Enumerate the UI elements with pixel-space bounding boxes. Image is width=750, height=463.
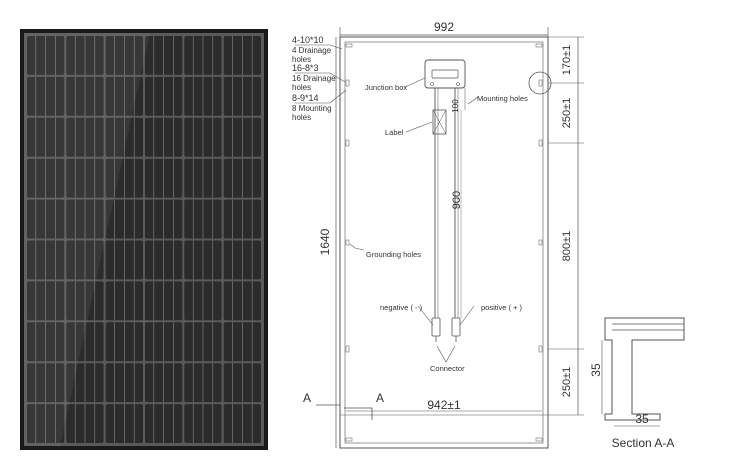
hole-mount-tl bbox=[345, 79, 350, 87]
drain-16-line2: holes bbox=[292, 83, 311, 92]
mounting-hole-callout-circle bbox=[528, 71, 552, 95]
section-profile-outline bbox=[604, 317, 685, 421]
hole-ground-r bbox=[538, 239, 543, 246]
leader-negative bbox=[417, 305, 434, 326]
drain-16-line1: 16 Drainage bbox=[292, 74, 336, 83]
mount-8-line1: 8 Mounting bbox=[292, 104, 332, 113]
leader-positive bbox=[459, 305, 475, 326]
panel-glare bbox=[24, 33, 150, 446]
negative-label: negative ( - ) bbox=[380, 303, 423, 312]
hole-mount-mr bbox=[538, 139, 543, 147]
junction-box-port-2 bbox=[456, 82, 460, 86]
frame-outline bbox=[339, 36, 549, 449]
dim-800-label: 800±1 bbox=[561, 231, 573, 262]
hole-mount-ml bbox=[345, 139, 350, 147]
junction-box bbox=[424, 59, 466, 89]
label-box bbox=[432, 109, 447, 135]
hole-mount-bl bbox=[345, 345, 350, 353]
leader-connector-2 bbox=[445, 345, 456, 363]
junction-box-display bbox=[431, 69, 459, 79]
connector-negative bbox=[431, 317, 441, 337]
mounting-holes-label: Mounting holes bbox=[477, 94, 528, 103]
grounding-holes-label: Grounding holes bbox=[366, 250, 421, 259]
drain-16-title: 16-8*3 bbox=[292, 63, 319, 73]
connector-positive bbox=[451, 317, 461, 337]
hole-mount-tr bbox=[538, 79, 543, 87]
connector-label: Connector bbox=[430, 364, 465, 373]
drawing-text: 992 1640 170±1 250±1 800±1 250±1 900 100… bbox=[292, 20, 674, 450]
dim-box-label: 100 bbox=[451, 99, 460, 113]
leader-mount-8 bbox=[295, 89, 347, 104]
leader-label bbox=[405, 121, 433, 133]
drain-4-line2: holes bbox=[292, 55, 311, 64]
dim-width-label: 992 bbox=[434, 20, 454, 34]
leader-drain-16 bbox=[295, 72, 346, 83]
dim-250a-label: 250±1 bbox=[561, 98, 573, 129]
dim-250b-label: 250±1 bbox=[561, 367, 573, 398]
solar-panel-photo bbox=[20, 29, 268, 450]
mount-8-line2: holes bbox=[292, 113, 311, 122]
dim-170-label: 170±1 bbox=[561, 45, 573, 76]
section-cut-left bbox=[316, 404, 341, 420]
mount-8-title: 8-9*14 bbox=[292, 93, 319, 103]
section-title: Section A-A bbox=[612, 436, 675, 450]
hole-mount-br bbox=[538, 345, 543, 353]
hole-bottom-right bbox=[535, 437, 543, 442]
leader-drain-4 bbox=[295, 44, 343, 50]
section-mark-left: A bbox=[303, 391, 311, 405]
section-cut-right bbox=[344, 407, 373, 420]
leader-grounding bbox=[349, 243, 365, 251]
cell-grid bbox=[27, 36, 261, 443]
section-dim-width-label: 35 bbox=[635, 412, 649, 426]
hole-ground-l bbox=[345, 239, 350, 246]
hole-bottom-left bbox=[345, 437, 353, 442]
drain-4-title: 4-10*10 bbox=[292, 35, 324, 45]
leader-mounting-holes bbox=[467, 96, 479, 105]
dim-cable-label: 900 bbox=[451, 191, 463, 209]
hole-top-left bbox=[345, 43, 353, 48]
section-dim-height-label: 35 bbox=[589, 363, 603, 377]
section-profile bbox=[601, 317, 685, 427]
section-mark-right: A bbox=[376, 391, 384, 405]
leader-junction-box bbox=[404, 77, 426, 88]
leader-connector-1 bbox=[436, 345, 447, 363]
junction-box-port-1 bbox=[430, 82, 434, 86]
hole-top-right bbox=[535, 43, 543, 48]
label-label: Label bbox=[385, 128, 404, 137]
positive-label: positive ( + ) bbox=[481, 303, 523, 312]
junction-box-label: Junction box bbox=[365, 83, 407, 92]
frame-inner-outline bbox=[344, 41, 544, 444]
drain-4-line1: 4 Drainage bbox=[292, 46, 332, 55]
dim-height-label: 1640 bbox=[318, 228, 332, 255]
technical-drawing bbox=[295, 27, 685, 449]
dim-inner-width-label: 942±1 bbox=[427, 398, 461, 412]
